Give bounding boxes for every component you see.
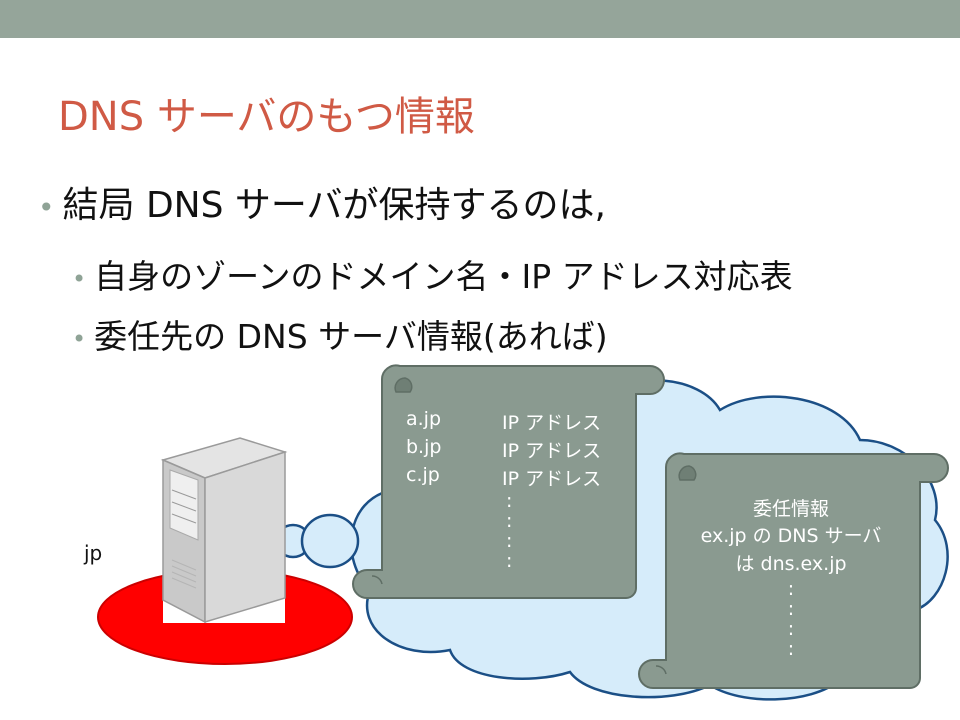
bullet-dot-icon: • bbox=[72, 264, 87, 293]
server-icon bbox=[160, 437, 288, 624]
bullet-main-text: 結局 DNS サーバが保持するのは, bbox=[62, 185, 606, 226]
bullet-sub-1: •自身のゾーンのドメイン名・IP アドレス対応表 bbox=[72, 250, 793, 298]
bullet-sub-2: •委任先の DNS サーバ情報(あれば) bbox=[72, 310, 608, 358]
delegation-ellipsis: : bbox=[787, 618, 795, 640]
slide-title: DNS サーバのもつ情報 bbox=[58, 94, 475, 140]
bullet-main: •結局 DNS サーバが保持するのは, bbox=[38, 176, 606, 228]
zone-ellipsis: : bbox=[506, 530, 513, 552]
zone-row-value: IP アドレス bbox=[502, 440, 602, 462]
delegation-line-1: ex.jp の DNS サーバ bbox=[700, 525, 882, 547]
zone-ellipsis: : bbox=[506, 550, 513, 572]
delegation-ellipsis: : bbox=[787, 638, 795, 660]
zone-label: jp bbox=[84, 541, 103, 565]
delegation-heading: 委任情報 bbox=[752, 498, 829, 520]
zone-row-domain: b.jp bbox=[406, 436, 442, 458]
bullet-dot-icon: • bbox=[72, 324, 87, 353]
delegation-ellipsis: : bbox=[787, 598, 795, 620]
zone-row-domain: a.jp bbox=[406, 408, 442, 430]
bullet-dot-icon: • bbox=[38, 190, 55, 224]
top-accent-bar bbox=[0, 0, 960, 38]
delegation-ellipsis: : bbox=[787, 578, 795, 600]
zone-ellipsis: : bbox=[506, 490, 513, 512]
zone-row-value: IP アドレス bbox=[502, 412, 602, 434]
zone-ellipsis: : bbox=[506, 510, 513, 532]
zone-row-domain: c.jp bbox=[406, 464, 440, 486]
delegation-scroll bbox=[638, 452, 949, 689]
zone-row-value: IP アドレス bbox=[502, 468, 602, 490]
zone-table-scroll bbox=[352, 364, 665, 599]
bullet-sub-1-text: 自身のゾーンのドメイン名・IP アドレス対応表 bbox=[94, 257, 793, 296]
delegation-line-2: は dns.ex.jp bbox=[735, 553, 847, 575]
bullet-sub-2-text: 委任先の DNS サーバ情報(あれば) bbox=[94, 317, 608, 356]
